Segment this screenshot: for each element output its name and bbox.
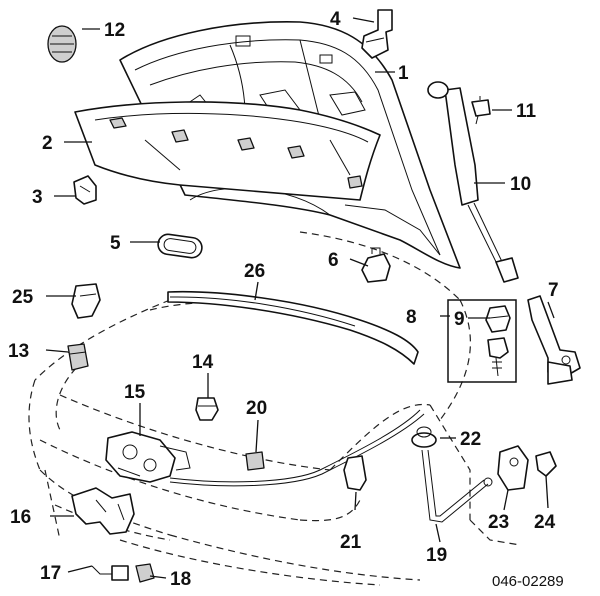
callout-14: 14: [192, 352, 214, 373]
callout-1: 1: [398, 63, 409, 84]
part-17-part-18: [91, 563, 155, 583]
callout-22: 22: [460, 429, 481, 450]
part-19-release-handle: [421, 449, 493, 523]
callout-11: 11: [516, 101, 537, 122]
part-4-bracket: [361, 9, 393, 59]
part-5-pad: [157, 233, 203, 259]
release-cable: [169, 409, 425, 487]
part-12-clip: [47, 25, 77, 63]
part-26-seal: [167, 290, 419, 365]
part-25-bracket: [71, 283, 101, 319]
callout-21: 21: [340, 532, 362, 553]
car-body-outline: [28, 231, 521, 586]
callout-23: 23: [488, 512, 509, 533]
callout-13: 13: [8, 341, 29, 362]
part-3-clip: [73, 175, 97, 205]
callout-5: 5: [110, 233, 121, 254]
part-11-stud: [471, 96, 491, 125]
callout-24: 24: [534, 512, 556, 533]
leader-lines: [45, 17, 555, 579]
part-6-bumper: [361, 247, 391, 283]
part-20-clip: [245, 451, 265, 471]
callout-26: 26: [244, 261, 265, 282]
part-16-bracket: [71, 487, 135, 535]
callout-10: 10: [510, 174, 531, 195]
callout-2: 2: [42, 133, 53, 154]
part-14-bumper: [195, 397, 219, 421]
callout-4: 4: [330, 9, 341, 30]
part-8-kit: [447, 299, 517, 383]
callout-25: 25: [12, 287, 34, 308]
callout-18: 18: [170, 569, 191, 590]
callout-17: 17: [40, 563, 61, 584]
part-24-clip: [535, 451, 557, 477]
callout-20: 20: [246, 398, 267, 419]
callout-19: 19: [426, 545, 447, 566]
hood-insulator-pad: [74, 101, 381, 201]
callout-16: 16: [10, 507, 31, 528]
callout-6: 6: [328, 250, 339, 271]
callout-3: 3: [32, 187, 43, 208]
part-15-latch: [105, 431, 191, 483]
reference-code: 046-02289: [492, 573, 564, 590]
part-7-hinge: [527, 295, 581, 385]
callout-15: 15: [124, 382, 146, 403]
part-13-bumper-stop: [67, 343, 89, 371]
callout-12: 12: [104, 20, 125, 41]
callout-7: 7: [548, 280, 559, 301]
part-10-gas-strut: [427, 81, 519, 283]
part-22-grommet: [411, 426, 437, 448]
part-21-guide: [343, 455, 367, 491]
callout-8: 8: [406, 307, 417, 328]
callout-9: 9: [454, 309, 465, 330]
callout-labels: 1 2 3 4 5 6 7 8 9 10 11 12 13 14 15 16 1…: [8, 9, 564, 590]
part-23-handle: [497, 445, 529, 491]
